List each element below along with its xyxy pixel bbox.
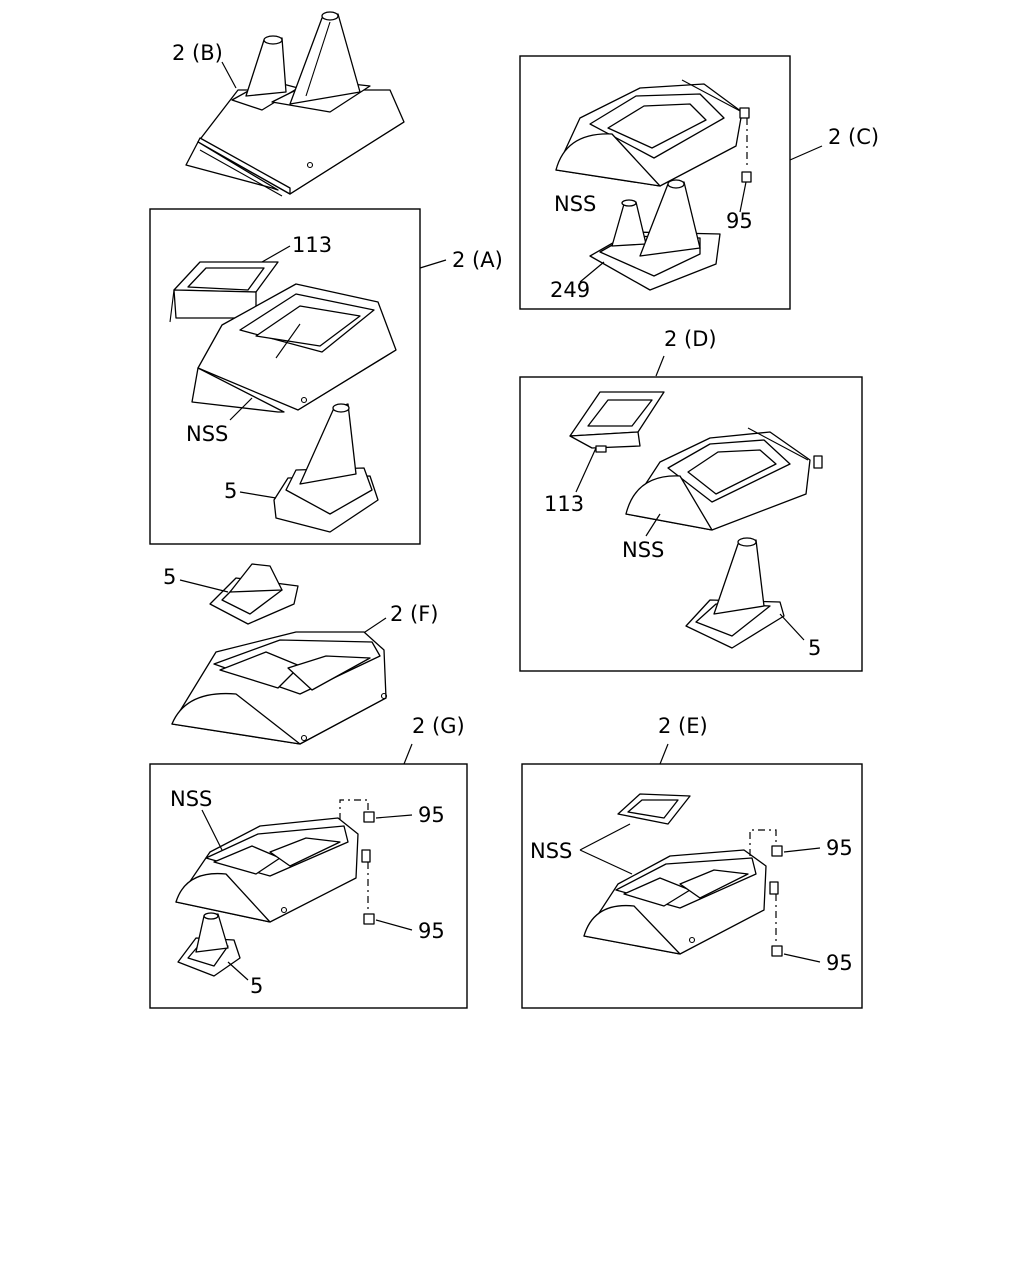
clip-fastener-icon bbox=[339, 799, 375, 925]
label-2b: 2 (B) bbox=[172, 41, 223, 65]
label-2d: 2 (D) bbox=[664, 327, 717, 351]
console-with-dual-shift-boots-icon bbox=[589, 179, 721, 291]
console-cover-icon bbox=[171, 631, 388, 745]
label-2c-nss: NSS bbox=[554, 192, 596, 216]
label-2c-249: 249 bbox=[550, 278, 590, 302]
shift-boot-icon bbox=[209, 563, 299, 625]
shift-boot-icon bbox=[177, 912, 241, 977]
label-2g-95-bottom: 95 bbox=[418, 919, 445, 943]
label-2f: 2 (F) bbox=[390, 602, 439, 626]
shift-boot-icon bbox=[273, 403, 379, 533]
assembly-2e: 2 (E) NSS 95 95 bbox=[521, 714, 863, 1009]
label-2c-95: 95 bbox=[726, 209, 753, 233]
label-2f-5: 5 bbox=[163, 565, 176, 589]
console-with-dual-shift-boots-icon bbox=[185, 11, 405, 197]
shift-boot-icon bbox=[685, 537, 785, 649]
assembly-2g: 2 (G) NSS 95 95 5 bbox=[149, 714, 468, 1009]
console-cover-icon bbox=[191, 283, 397, 413]
label-2d-113: 113 bbox=[544, 492, 584, 516]
console-cover-icon bbox=[555, 79, 743, 187]
frame-2e bbox=[521, 763, 863, 1009]
assembly-2d: 2 (D) 113 NSS 5 bbox=[519, 327, 863, 672]
label-2a-5: 5 bbox=[224, 479, 237, 503]
clip-fastener-icon bbox=[749, 829, 783, 957]
clip-fastener-icon bbox=[739, 107, 752, 183]
label-2e-95-bottom: 95 bbox=[826, 951, 853, 975]
assembly-2b: 2 (B) bbox=[172, 11, 405, 197]
assembly-2f: 5 2 (F) bbox=[163, 563, 439, 745]
frame-2d bbox=[519, 376, 863, 672]
console-cover-icon bbox=[175, 817, 371, 923]
label-2g: 2 (G) bbox=[412, 714, 465, 738]
label-2d-nss: NSS bbox=[622, 538, 664, 562]
label-2g-nss: NSS bbox=[170, 787, 212, 811]
frame-2a bbox=[149, 208, 421, 545]
frame-2g bbox=[149, 763, 468, 1009]
label-2a-113: 113 bbox=[292, 233, 332, 257]
frame-2c bbox=[519, 55, 791, 310]
label-2c: 2 (C) bbox=[828, 125, 879, 149]
assembly-2a: 2 (A) 113 NSS 5 bbox=[149, 208, 503, 545]
label-2e: 2 (E) bbox=[658, 714, 708, 738]
coin-tray-icon bbox=[169, 261, 279, 323]
assembly-2c: 2 (C) NSS 95 249 bbox=[519, 55, 879, 310]
label-2g-95-top: 95 bbox=[418, 803, 445, 827]
coin-tray-icon bbox=[617, 793, 691, 825]
label-2e-95-top: 95 bbox=[826, 836, 853, 860]
label-2e-nss: NSS bbox=[530, 839, 572, 863]
label-2g-5: 5 bbox=[250, 974, 263, 998]
label-2d-5: 5 bbox=[808, 636, 821, 660]
console-cover-icon bbox=[583, 849, 779, 955]
label-2a-nss: NSS bbox=[186, 422, 228, 446]
label-2a: 2 (A) bbox=[452, 248, 503, 272]
console-cover-icon bbox=[625, 427, 823, 531]
coin-tray-icon bbox=[569, 391, 665, 453]
